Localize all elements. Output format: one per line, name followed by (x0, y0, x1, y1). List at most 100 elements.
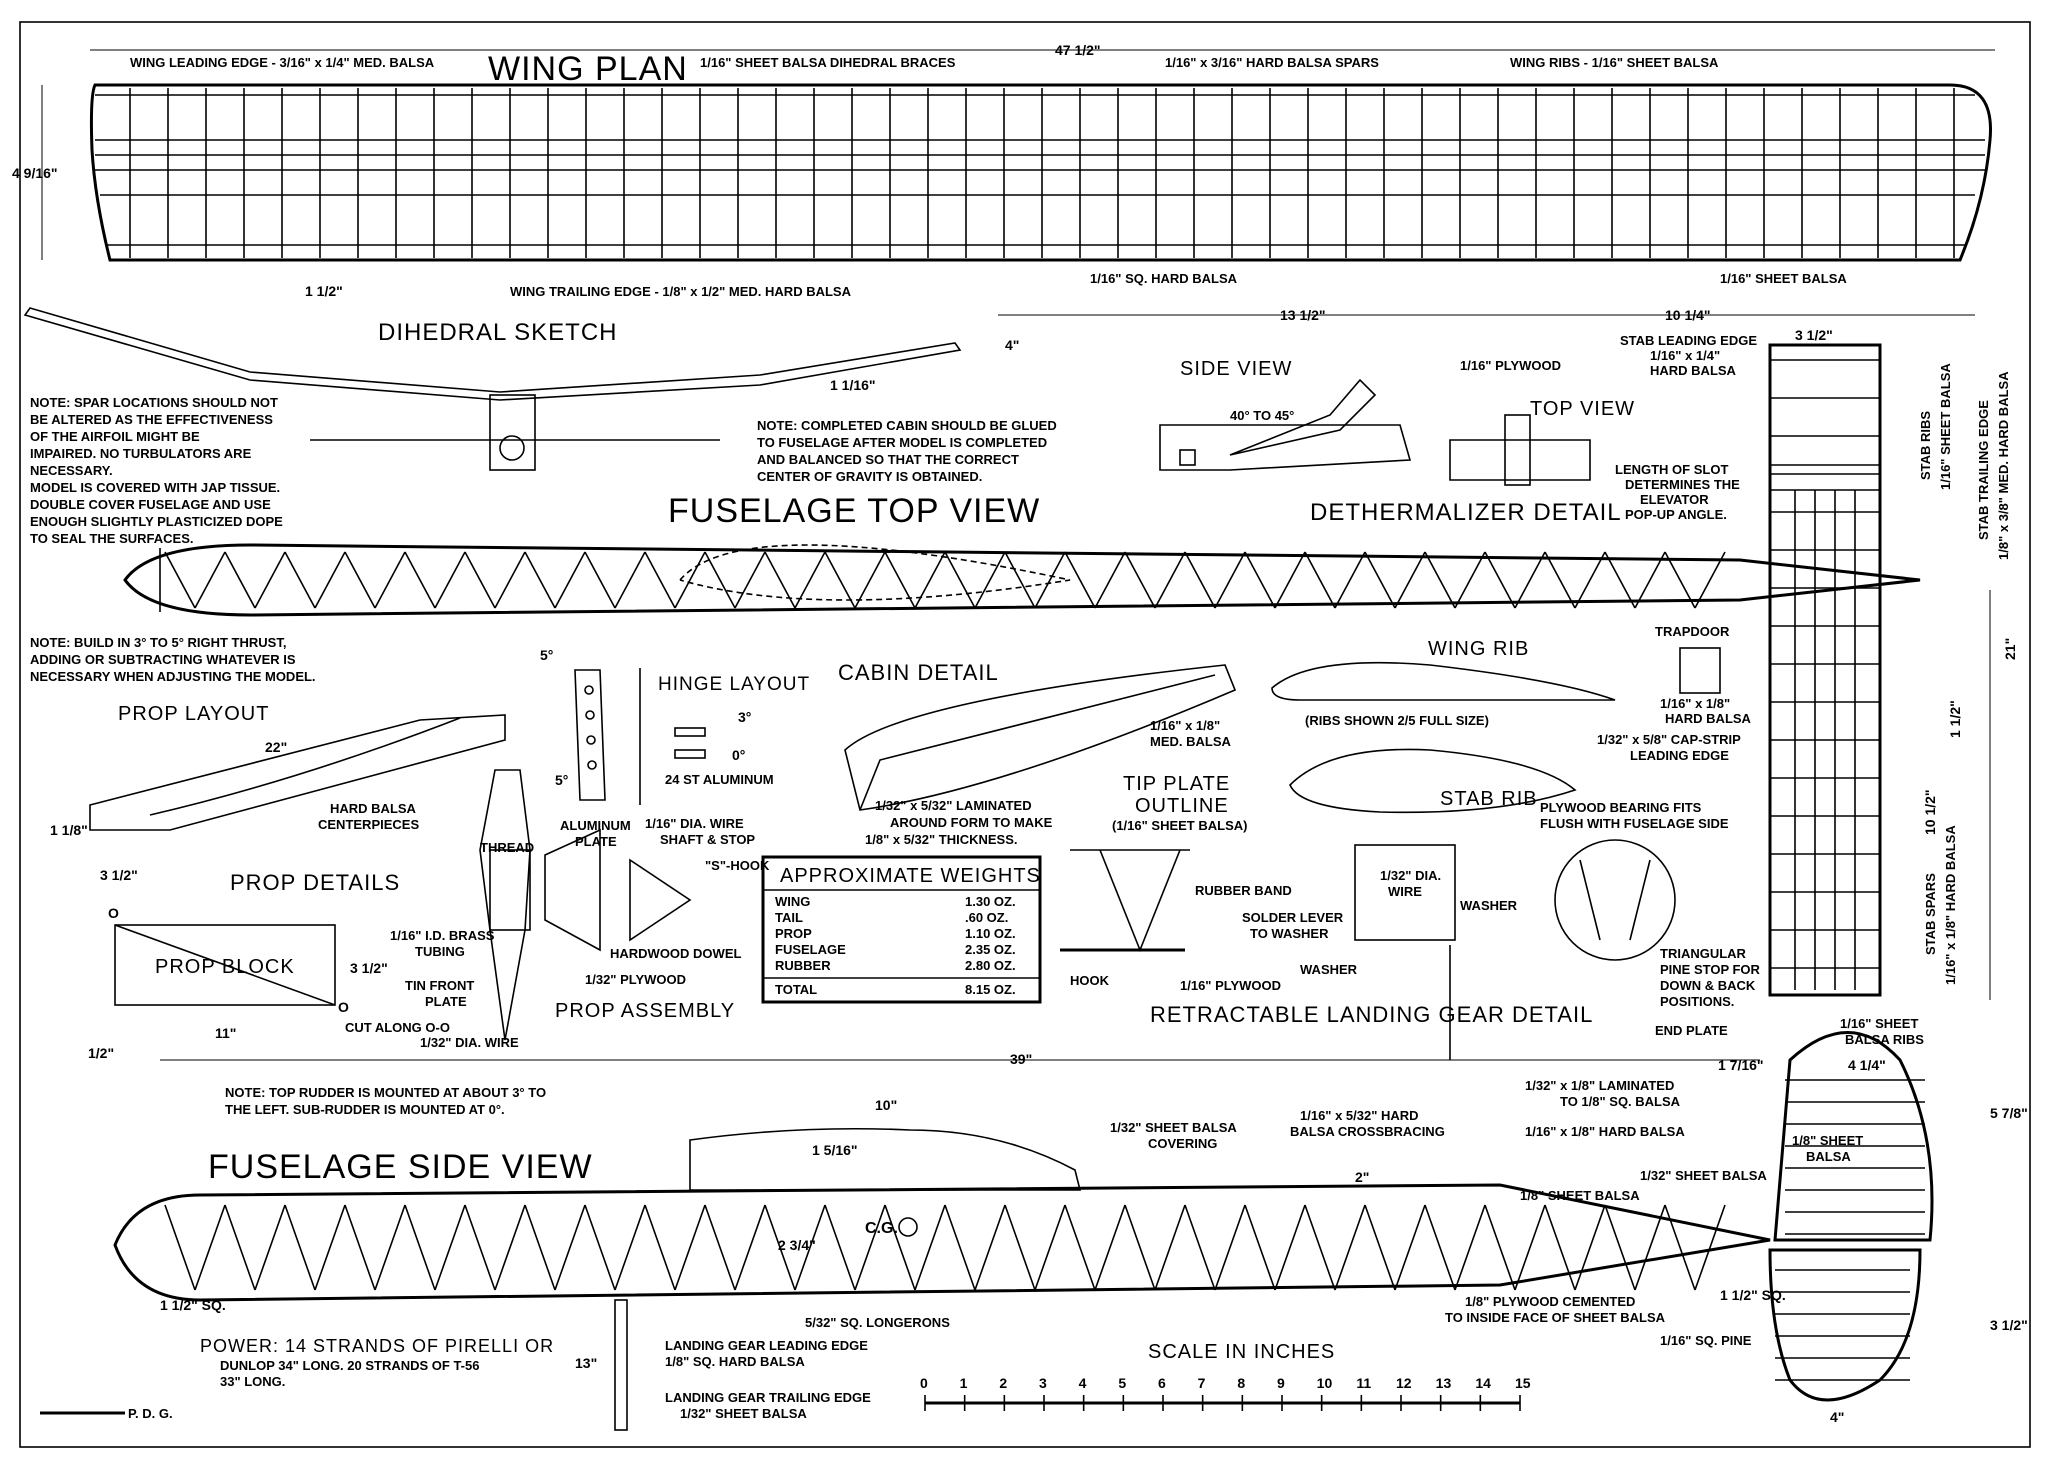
scale-tick-label: 5 (1118, 1375, 1126, 1391)
prop-layout: PROP LAYOUT 22" 1 1/8" 3 1/2" HARD BALSA… (50, 703, 506, 1041)
note-rudder-line-2: THE LEFT. SUB-RUDDER IS MOUNTED AT 0°. (225, 1102, 505, 1117)
prop-blade-curve (149, 717, 461, 816)
hinge-strip-bottom (674, 749, 706, 759)
side-truss-diagonal (1544, 1204, 1576, 1291)
cabin-height-dim: 1 5/16" (812, 1142, 858, 1158)
tri-stop-4: POSITIONS. (1660, 994, 1734, 1009)
wire-shaft-label-2: SHAFT & STOP (660, 832, 755, 847)
side-truss-diagonal (854, 1204, 886, 1291)
plywood-label: 1/16" PLYWOOD (1460, 358, 1561, 373)
weight-value-rubber: 2.80 OZ. (965, 958, 1016, 973)
side-truss-diagonal (1094, 1204, 1126, 1291)
hinge-hole-4 (587, 760, 597, 770)
side-truss-diagonal (1454, 1204, 1486, 1291)
top-truss-diagonal (914, 551, 946, 609)
brass-label: 1/16" I.D. BRASS (390, 928, 495, 943)
cabin-length-dim: 10" (875, 1097, 897, 1113)
side-truss-diagonal (434, 1204, 466, 1291)
stab-ribs-label: STAB RIBS (1918, 411, 1933, 480)
top-truss-diagonal (1304, 551, 1336, 609)
lg-le-label-2: 1/8" SQ. HARD BALSA (665, 1354, 805, 1369)
fuselage-side-outline (113, 1183, 1771, 1302)
side-truss-diagonal (1424, 1204, 1456, 1291)
dihedral-sketch: DIHEDRAL SKETCH 4" 1 1/16" (23, 307, 1019, 471)
side-truss-diagonal (494, 1204, 526, 1291)
solder-label-2: TO WASHER (1250, 926, 1329, 941)
cut-label: CUT ALONG O-O (345, 1020, 450, 1035)
crossbrace-label: 1/16" x 5/32" HARD (1300, 1108, 1419, 1123)
stab-ribs-material: 1/16" SHEET BALSA (1938, 363, 1953, 490)
cap-strip-label: 1/32" x 5/8" CAP-STRIP (1597, 732, 1741, 747)
block-o-top: O (108, 905, 119, 921)
side-truss-diagonal (314, 1204, 346, 1291)
cabin-outline-dashed (679, 544, 1071, 601)
cabin-frame (844, 664, 1237, 811)
note-cabin-line-3: AND BALANCED SO THAT THE CORRECT (757, 452, 1019, 467)
lam-sq-label: 1/32" x 1/8" LAMINATED (1525, 1078, 1674, 1093)
top-truss-diagonal (1064, 551, 1096, 609)
prop-block-title: PROP BLOCK (155, 956, 295, 978)
dethermalizer-detail: SIDE VIEW TOP VIEW 1/16" PLYWOOD 40° TO … (1159, 358, 1740, 526)
gear-box (1354, 844, 1456, 941)
top-truss-diagonal (1514, 551, 1546, 609)
span-dimension: 47 1/2" (1055, 42, 1101, 58)
side-truss-diagonal (1124, 1204, 1156, 1291)
top-truss-diagonal (194, 551, 226, 609)
scale-tick-label: 3 (1039, 1375, 1047, 1391)
slot-note-3: ELEVATOR (1640, 492, 1709, 507)
sheet-18c-label: 1/8" SHEET BALSA (1520, 1188, 1640, 1203)
pine-label: 1/16" SQ. PINE (1660, 1333, 1752, 1348)
top-truss-diagonal (494, 551, 526, 609)
side-view-title: SIDE VIEW (1180, 358, 1292, 380)
top-truss-diagonal (1124, 551, 1156, 609)
fuselage-top-title: FUSELAGE TOP VIEW (668, 492, 1040, 530)
top-truss-diagonal (1694, 551, 1726, 609)
top-truss-diagonal (614, 551, 646, 609)
trapdoor-size: 1/16" x 1/8" (1660, 696, 1730, 711)
bearing-wire (1579, 859, 1601, 941)
cabin-strip-size: 1/16" x 1/8" (1150, 718, 1220, 733)
prop-thickness-dim: 1 1/8" (50, 822, 88, 838)
landing-gear-detail: RUBBER BAND HOOK 1/16" PLYWOOD 1/32" DIA… (1060, 844, 1592, 1060)
bearing-detail-circle (1554, 839, 1676, 961)
dt-elevator-popup (1229, 378, 1377, 456)
dihedral-step: 1 1/16" (830, 377, 876, 393)
side-truss-diagonal (1634, 1204, 1666, 1291)
weight-name-fuselage: FUSELAGE (775, 942, 846, 957)
top-truss-diagonal (1574, 551, 1606, 609)
side-truss-diagonal (374, 1204, 406, 1291)
longerons-label: 5/32" SQ. LONGERONS (805, 1315, 950, 1330)
hinge-5-top: 5° (540, 647, 553, 663)
tin-label-2: PLATE (425, 994, 467, 1009)
cabin-strip-material: MED. BALSA (1150, 734, 1232, 749)
power-line-1: POWER: 14 STRANDS OF PIRELLI OR (200, 1336, 554, 1356)
rib-spacing-dimension: 1 1/2" (305, 283, 343, 299)
tri-stop-1: TRIANGULAR (1660, 946, 1747, 961)
nose-dim: 1/2" (88, 1045, 114, 1061)
side-truss-diagonal (1574, 1204, 1606, 1291)
side-truss-diagonal (1664, 1204, 1696, 1291)
note-spar: NOTE: SPAR LOCATIONS SHOULD NOT BE ALTER… (30, 395, 283, 546)
prop-block-cut-line (114, 924, 336, 1006)
tri-stop-2: PINE STOP FOR (1660, 962, 1761, 977)
top-truss-diagonal (1094, 551, 1126, 609)
side-truss-diagonal (824, 1204, 856, 1291)
side-truss-diagonal (344, 1204, 376, 1291)
dihedral-braces-label: 1/16" SHEET BALSA DIHEDRAL BRACES (700, 55, 956, 70)
cabin-cover-label: 1/32" SHEET BALSA (1110, 1120, 1237, 1135)
trapdoor-title: TRAPDOOR (1655, 624, 1730, 639)
top-truss-diagonal (734, 551, 766, 609)
top-truss-diagonal (644, 551, 676, 609)
side-truss-diagonal (584, 1204, 616, 1291)
side-truss-diagonal (1214, 1204, 1246, 1291)
top-truss-diagonal (1004, 551, 1036, 609)
sub-rudder-width-dim: 4" (1830, 1409, 1844, 1425)
wing-ribs (129, 88, 1955, 258)
ribs-shown-label: (RIBS SHOWN 2/5 FULL SIZE) (1305, 713, 1489, 728)
stab-outline (1768, 343, 1882, 997)
top-truss-diagonal (704, 551, 736, 609)
prop-details-title: PROP DETAILS (230, 870, 400, 895)
weight-value-wing: 1.30 OZ. (965, 894, 1016, 909)
scale-tick-label: 0 (920, 1375, 928, 1391)
